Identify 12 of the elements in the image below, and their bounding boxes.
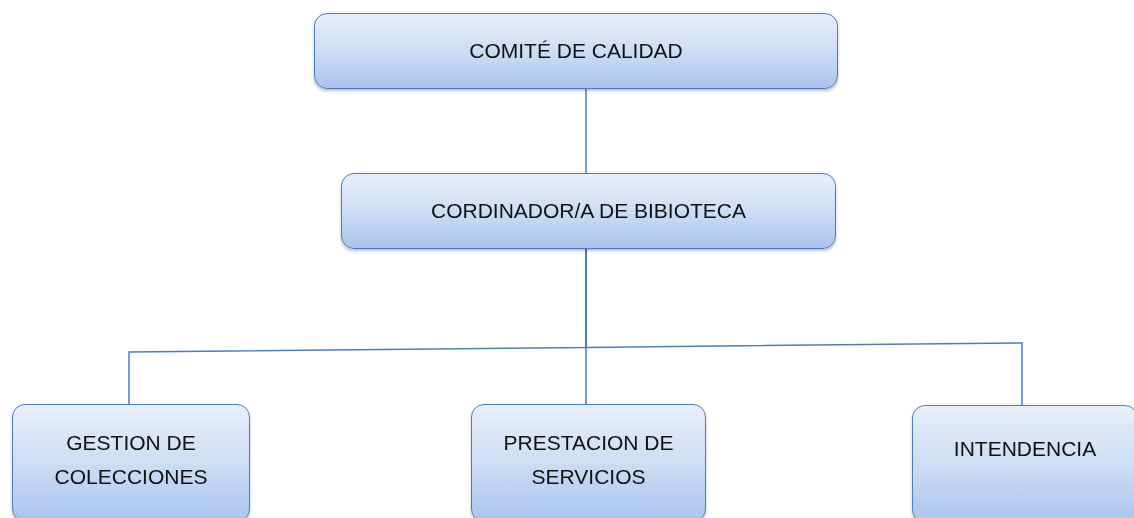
org-box [341, 173, 836, 249]
org-box [912, 405, 1134, 518]
org-box [12, 404, 250, 518]
connector-line [585, 88, 587, 174]
org-box [471, 404, 706, 518]
box-label: PRESTACION DE SERVICIOS [502, 430, 675, 490]
box-label: GESTION DE COLECCIONES [53, 430, 209, 490]
box-label: COMITÉ DE CALIDAD [469, 38, 683, 65]
org-box [314, 13, 838, 89]
box-label: CORDINADOR/A DE BIBIOTECA [430, 198, 747, 225]
box-label: INTENDENCIA [953, 436, 1097, 463]
connector-line [585, 248, 1023, 406]
